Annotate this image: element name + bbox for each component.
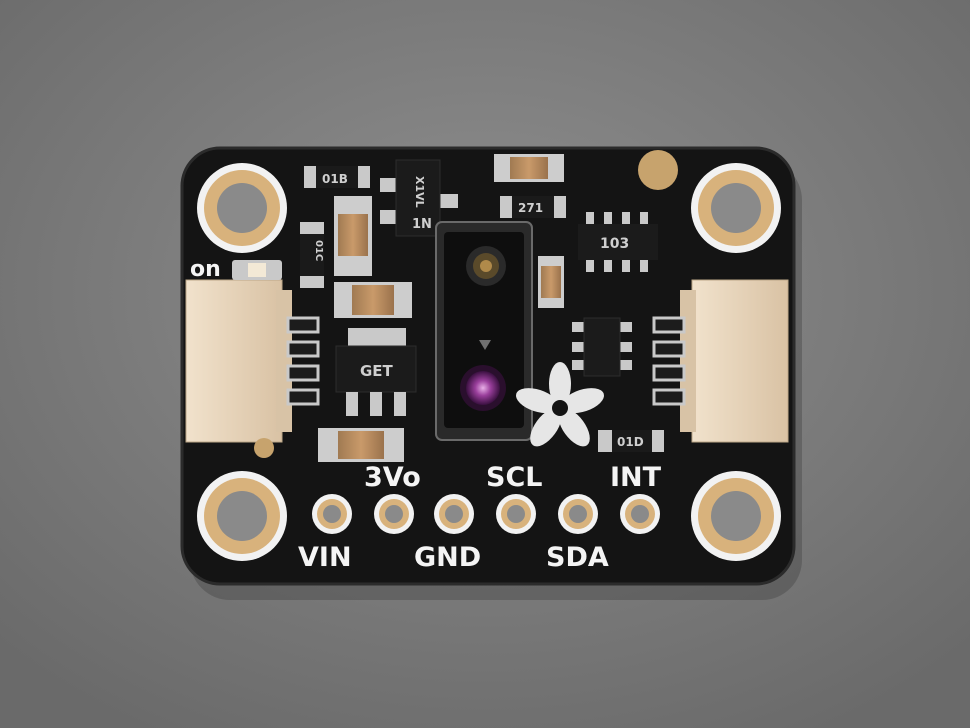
stemma-connector-right (652, 279, 789, 443)
header-pad-sda (558, 494, 598, 534)
sot23-chip: 1N X1VL (380, 159, 458, 237)
svg-text:GET: GET (360, 362, 394, 380)
capacitor (494, 154, 564, 182)
pin-label-gnd: GND (414, 542, 481, 573)
svg-text:01C: 01C (313, 240, 324, 261)
header-pad-int (620, 494, 660, 534)
via (254, 438, 274, 458)
header-pad-vin (312, 494, 352, 534)
resistor-array-103: 103 (578, 212, 658, 272)
pin-label-scl: SCL (486, 462, 542, 493)
capacitor (334, 196, 372, 276)
svg-text:X1VL: X1VL (413, 176, 426, 208)
resistor-01b: 01B (304, 166, 370, 188)
resistor-271: 271 (500, 196, 566, 218)
svg-text:1N: 1N (412, 217, 432, 232)
adafruit-flower-logo-icon (515, 362, 605, 447)
mounting-hole (197, 163, 287, 253)
mounting-hole (691, 163, 781, 253)
pin-label-vin: VIN (298, 542, 352, 573)
header-pad-gnd (434, 494, 474, 534)
sensor-emitter-lens (460, 365, 506, 411)
ic-chip (572, 317, 632, 377)
pin-label-sda: SDA (546, 542, 609, 573)
svg-text:271: 271 (518, 201, 543, 215)
capacitor (538, 256, 564, 308)
svg-text:01B: 01B (322, 172, 348, 186)
pin-label-3vo: 3Vo (364, 462, 421, 493)
capacitor (318, 428, 404, 462)
capacitor (334, 282, 412, 318)
mounting-hole (691, 471, 781, 561)
pin-label-int: INT (610, 462, 662, 493)
led-label: on (190, 257, 221, 282)
resistor-01d: 01D (598, 430, 664, 452)
svg-text:103: 103 (600, 236, 629, 252)
svg-text:01D: 01D (617, 435, 644, 449)
mounting-hole (197, 471, 287, 561)
test-pad (638, 150, 678, 190)
header-pad-3vo (374, 494, 414, 534)
sensor-receiver-lens (466, 246, 506, 286)
voltage-regulator: GET (335, 328, 417, 416)
header-pad-scl (496, 494, 536, 534)
resistor-01c: 01C (300, 222, 324, 288)
stemma-connector-left (185, 279, 320, 443)
tof-sensor (435, 221, 533, 441)
